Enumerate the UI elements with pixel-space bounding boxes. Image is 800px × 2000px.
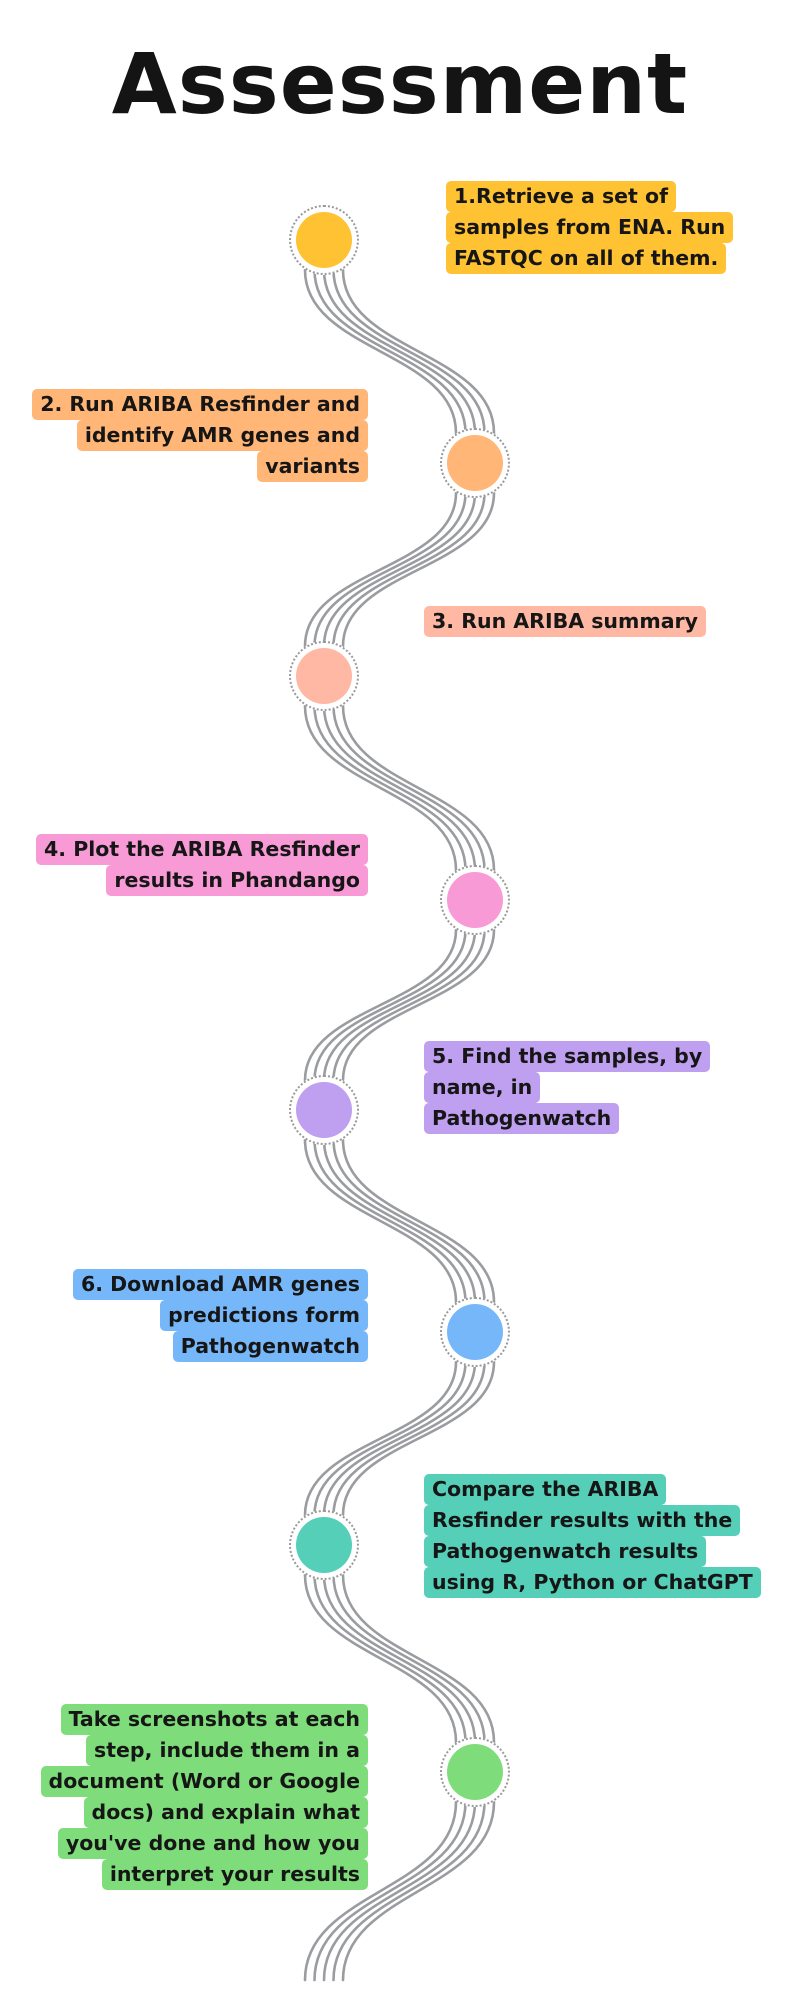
path-line [341, 1138, 496, 1304]
step-label-line: docs) and explain what [83, 1797, 368, 1828]
step-label-line: document (Word or Google [40, 1766, 368, 1797]
step-label-line: Compare the ARIBA [424, 1474, 667, 1505]
path-line [322, 268, 477, 435]
step-node-dot [296, 1082, 352, 1138]
path-line [313, 1138, 467, 1304]
path-line [341, 704, 496, 872]
step-label-line: 3. Run ARIBA summary [424, 606, 707, 637]
step-label-line: samples from ENA. Run [446, 212, 734, 243]
path-line [303, 928, 458, 1082]
step-label-line: using R, Python or ChatGPT [424, 1567, 761, 1598]
path-line [341, 491, 496, 648]
path-line [303, 491, 458, 648]
page-title: Assessment [111, 35, 689, 133]
path-line [332, 1360, 486, 1517]
step-node-5 [289, 1075, 359, 1145]
step-label-line: Pathogenwatch [424, 1103, 620, 1134]
path-line [322, 928, 477, 1082]
path-line [303, 1360, 458, 1517]
step-label-line: variants [257, 451, 368, 482]
path-line [303, 704, 458, 872]
step-label-line: Pathogenwatch results [424, 1536, 707, 1567]
step-label-line: FASTQC on all of them. [446, 243, 727, 274]
step-node-2 [440, 428, 510, 498]
step-label-line: step, include them in a [86, 1735, 368, 1766]
path-line [322, 1573, 477, 1744]
path-line [322, 491, 477, 648]
step-label-line: 4. Plot the ARIBA Resfinder [36, 834, 368, 865]
path-line [322, 1138, 477, 1304]
path-line [303, 1573, 458, 1744]
step-label-line: name, in [424, 1072, 541, 1103]
path-line [322, 1800, 477, 1982]
step-node-7 [289, 1510, 359, 1580]
step-node-dot [296, 1517, 352, 1573]
path-line [332, 928, 486, 1082]
step-node-dot [296, 212, 352, 268]
path-line [341, 1573, 496, 1744]
path-line [332, 1800, 486, 1982]
step-node-dot [447, 1744, 503, 1800]
path-line [313, 928, 467, 1082]
path-line [341, 1360, 496, 1517]
path-line [313, 1360, 467, 1517]
step-label-line: 1.Retrieve a set of [446, 181, 676, 212]
step-node-dot [447, 872, 503, 928]
step-label-line: results in Phandango [106, 865, 368, 896]
path-line [303, 1138, 458, 1304]
path-line [341, 928, 496, 1082]
path-line [322, 1360, 477, 1517]
path-line [332, 491, 486, 648]
path-line [313, 491, 467, 648]
step-label-line: Pathogenwatch [172, 1331, 368, 1362]
step-node-dot [296, 648, 352, 704]
step-node-4 [440, 865, 510, 935]
path-line [313, 1573, 467, 1744]
path-line [341, 268, 496, 435]
step-label-3: 3. Run ARIBA summary [424, 606, 707, 637]
path-line [313, 704, 467, 872]
step-label-line: interpret your results [101, 1859, 368, 1890]
step-node-3 [289, 641, 359, 711]
step-label-line: you've done and how you [57, 1828, 368, 1859]
step-node-6 [440, 1297, 510, 1367]
path-line [322, 704, 477, 872]
path-line [313, 268, 467, 435]
path-line [303, 268, 458, 435]
path-line [332, 268, 486, 435]
step-node-1 [289, 205, 359, 275]
path-line [313, 1800, 467, 1982]
step-node-8 [440, 1737, 510, 1807]
step-label-line: 2. Run ARIBA Resfinder and [32, 389, 368, 420]
step-label-line: 5. Find the samples, by [424, 1041, 711, 1072]
step-label-line: predictions form [160, 1300, 368, 1331]
step-label-line: 6. Download AMR genes [72, 1269, 368, 1300]
step-label-line: Resfinder results with the [424, 1505, 741, 1536]
step-label-line: identify AMR genes and [76, 420, 368, 451]
path-line [303, 1800, 458, 1982]
path-line [332, 1138, 486, 1304]
path-line [332, 704, 486, 872]
step-label-line: Take screenshots at each [60, 1704, 368, 1735]
path-line [332, 1573, 486, 1744]
step-node-dot [447, 435, 503, 491]
path-line [341, 1800, 496, 1982]
step-node-dot [447, 1304, 503, 1360]
